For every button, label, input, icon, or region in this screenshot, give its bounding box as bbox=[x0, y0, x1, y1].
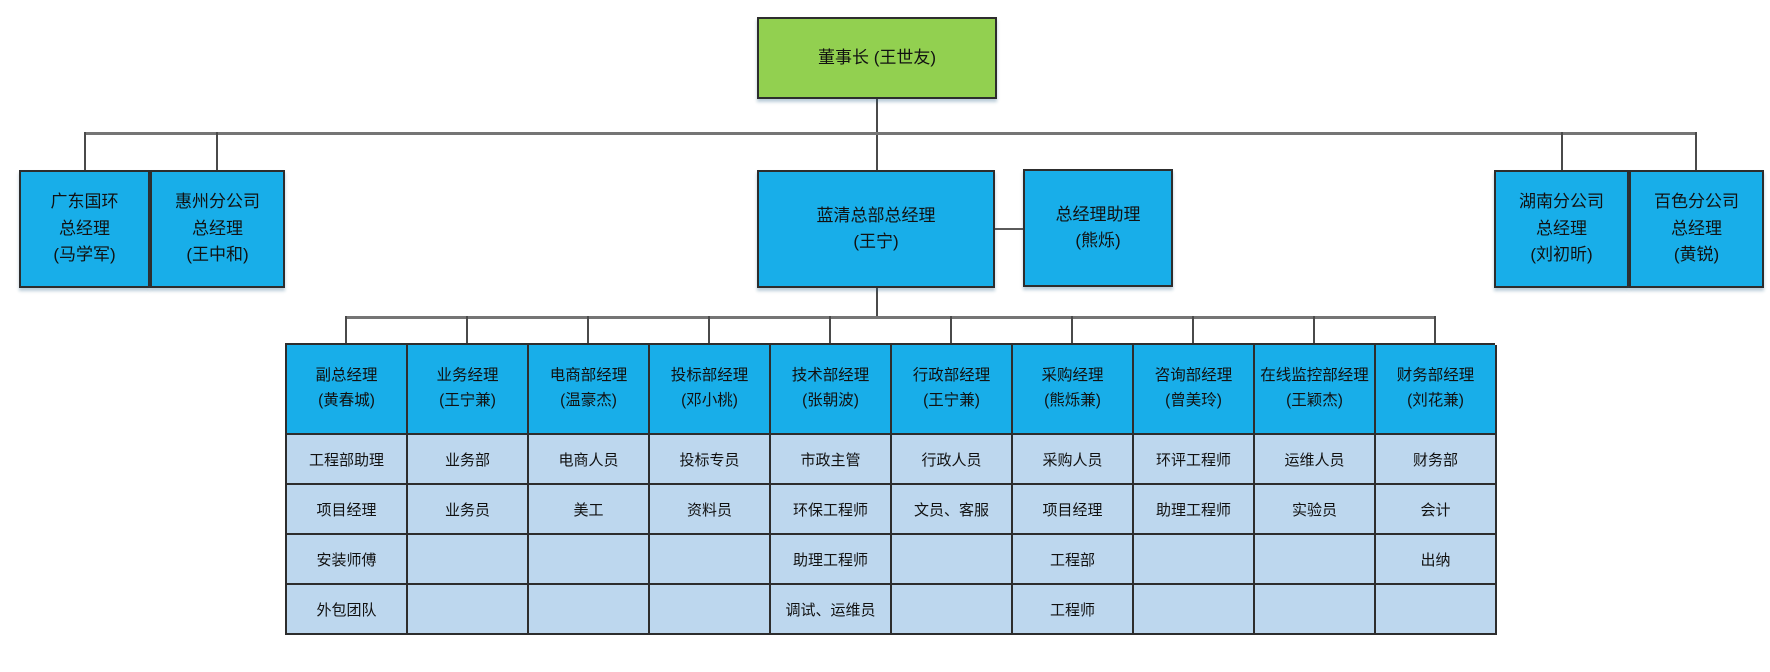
dept-holder: (曾美玲) bbox=[1165, 392, 1222, 409]
staff-cell bbox=[1255, 535, 1376, 585]
staff-cell: 资料员 bbox=[650, 485, 771, 535]
org-node-chairman: 董事长 (王世友) bbox=[757, 17, 997, 99]
connector-drop-dept-10 bbox=[1434, 316, 1436, 343]
staff-cell: 运维人员 bbox=[1255, 435, 1376, 485]
staff-cell: 美工 bbox=[529, 485, 650, 535]
staff-cell: 业务员 bbox=[408, 485, 529, 535]
dept-holder: (王宁兼) bbox=[439, 392, 496, 409]
connector-lanqing-drop bbox=[876, 288, 878, 316]
connector-rail-departments bbox=[345, 316, 1435, 319]
dept-header-online-monitoring-manager: 在线监控部经理 (王颖杰) bbox=[1255, 345, 1376, 435]
staff-cell bbox=[1255, 585, 1376, 635]
dept-header-finance-manager: 财务部经理 (刘花兼) bbox=[1376, 345, 1497, 435]
org-node-huizhou-branch-gm: 惠州分公司 总经理 (王中和) bbox=[150, 170, 285, 288]
staff-cell: 调试、运维员 bbox=[771, 585, 892, 635]
staff-cell: 市政主管 bbox=[771, 435, 892, 485]
staff-cell: 实验员 bbox=[1255, 485, 1376, 535]
connector-drop-dept-9 bbox=[1313, 316, 1315, 343]
dept-holder: (邓小桃) bbox=[681, 392, 738, 409]
staff-cell: 电商人员 bbox=[529, 435, 650, 485]
staff-cell: 出纳 bbox=[1376, 535, 1497, 585]
dept-header-technical-manager: 技术部经理 (张朝波) bbox=[771, 345, 892, 435]
staff-cell bbox=[892, 585, 1013, 635]
staff-cell: 安装师傅 bbox=[287, 535, 408, 585]
dept-holder: (刘花兼) bbox=[1407, 392, 1464, 409]
dept-header-admin-manager: 行政部经理 (王宁兼) bbox=[892, 345, 1013, 435]
dept-holder: (黄春城) bbox=[318, 392, 375, 409]
staff-cell bbox=[1376, 585, 1497, 635]
connector-drop-hunan bbox=[1561, 132, 1563, 170]
staff-cell: 文员、客服 bbox=[892, 485, 1013, 535]
staff-cell: 助理工程师 bbox=[1134, 485, 1255, 535]
dept-title: 行政部经理 bbox=[912, 367, 991, 385]
org-node-hunan-branch-gm: 湖南分公司 总经理 (刘初昕) bbox=[1494, 170, 1629, 288]
org-node-lanqing-hq-gm: 蓝清总部总经理 (王宁) bbox=[757, 170, 995, 288]
dept-holder: (张朝波) bbox=[802, 392, 859, 409]
staff-cell: 工程师 bbox=[1013, 585, 1134, 635]
connector-drop-dept-1 bbox=[345, 316, 347, 343]
dept-header-deputy-gm: 副总经理 (黄春城) bbox=[287, 345, 408, 435]
staff-cell: 工程部助理 bbox=[287, 435, 408, 485]
staff-cell bbox=[650, 585, 771, 635]
connector-drop-huizhou bbox=[216, 132, 218, 170]
staff-cell bbox=[1134, 585, 1255, 635]
staff-cell: 投标专员 bbox=[650, 435, 771, 485]
org-node-guangdong-guohuan-gm: 广东国环 总经理 (马学军) bbox=[19, 170, 150, 288]
org-node-baise-branch-gm: 百色分公司 总经理 (黄锐) bbox=[1629, 170, 1764, 288]
dept-header-procurement-manager: 采购经理 (熊烁兼) bbox=[1013, 345, 1134, 435]
connector-drop-dept-7 bbox=[1071, 316, 1073, 343]
connector-drop-dept-3 bbox=[587, 316, 589, 343]
dept-title: 电商部经理 bbox=[549, 367, 628, 385]
dept-header-ecommerce-manager: 电商部经理 (温豪杰) bbox=[529, 345, 650, 435]
dept-title: 财务部经理 bbox=[1396, 367, 1475, 385]
dept-holder: (王颖杰) bbox=[1286, 392, 1343, 409]
connector-drop-dept-5 bbox=[829, 316, 831, 343]
dept-holder: (王宁兼) bbox=[923, 392, 980, 409]
connector-lanqing-assistant bbox=[995, 228, 1023, 230]
dept-title: 副总经理 bbox=[315, 367, 378, 385]
staff-cell bbox=[529, 585, 650, 635]
dept-holder: (温豪杰) bbox=[560, 392, 617, 409]
dept-title: 在线监控部经理 bbox=[1260, 367, 1369, 385]
staff-cell: 助理工程师 bbox=[771, 535, 892, 585]
staff-cell bbox=[408, 535, 529, 585]
staff-cell: 环保工程师 bbox=[771, 485, 892, 535]
dept-title: 投标部经理 bbox=[670, 367, 749, 385]
staff-cell: 环评工程师 bbox=[1134, 435, 1255, 485]
staff-cell: 财务部 bbox=[1376, 435, 1497, 485]
connector-drop-dept-6 bbox=[950, 316, 952, 343]
staff-cell: 项目经理 bbox=[287, 485, 408, 535]
staff-cell bbox=[408, 585, 529, 635]
connector-drop-dept-8 bbox=[1192, 316, 1194, 343]
connector-drop-dept-2 bbox=[466, 316, 468, 343]
dept-title: 业务经理 bbox=[436, 367, 499, 385]
staff-cell: 行政人员 bbox=[892, 435, 1013, 485]
dept-header-business-manager: 业务经理 (王宁兼) bbox=[408, 345, 529, 435]
staff-cell: 采购人员 bbox=[1013, 435, 1134, 485]
staff-cell: 工程部 bbox=[1013, 535, 1134, 585]
staff-cell: 业务部 bbox=[408, 435, 529, 485]
dept-holder: (熊烁兼) bbox=[1044, 392, 1101, 409]
connector-drop-baise bbox=[1695, 132, 1697, 170]
department-table: 副总经理 (黄春城) 业务经理 (王宁兼) 电商部经理 (温豪杰) 投标部经理 … bbox=[285, 343, 1497, 635]
staff-cell: 会计 bbox=[1376, 485, 1497, 535]
staff-cell bbox=[529, 535, 650, 585]
connector-drop-dept-4 bbox=[708, 316, 710, 343]
staff-cell: 项目经理 bbox=[1013, 485, 1134, 535]
dept-header-consulting-manager: 咨询部经理 (曾美玲) bbox=[1134, 345, 1255, 435]
dept-title: 技术部经理 bbox=[791, 367, 870, 385]
staff-cell bbox=[1134, 535, 1255, 585]
staff-cell: 外包团队 bbox=[287, 585, 408, 635]
dept-title: 采购经理 bbox=[1041, 367, 1104, 385]
staff-cell bbox=[892, 535, 1013, 585]
staff-cell bbox=[650, 535, 771, 585]
dept-header-bidding-manager: 投标部经理 (邓小桃) bbox=[650, 345, 771, 435]
org-node-gm-assistant: 总经理助理 (熊烁) bbox=[1023, 169, 1173, 287]
connector-drop-guangdong bbox=[84, 132, 86, 170]
connector-rail-top bbox=[84, 132, 1696, 135]
dept-title: 咨询部经理 bbox=[1154, 367, 1233, 385]
